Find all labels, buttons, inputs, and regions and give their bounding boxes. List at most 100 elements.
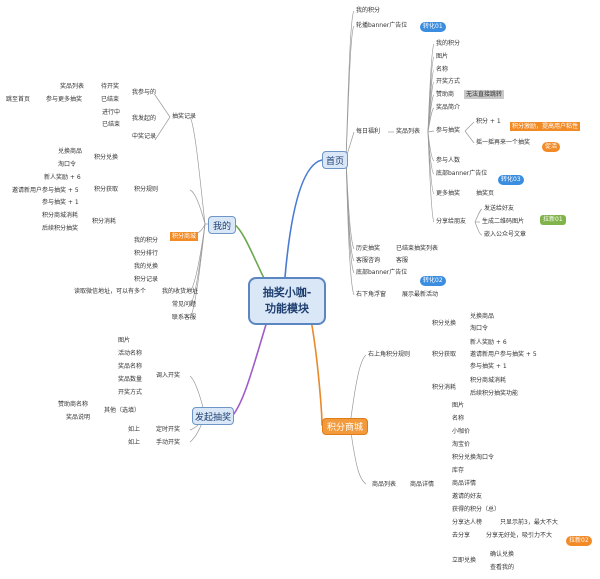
shake-next-draw: 摇一摇再来一个抽奖: [476, 139, 531, 146]
launch-timed: 定时开奖: [156, 426, 181, 433]
tag-conversion-01: 转化01: [420, 22, 446, 32]
prize-item-name: 名称: [436, 66, 449, 73]
prize-item-sponsor: 赞助商: [436, 91, 455, 98]
mall-redeem-prize: 兑换商品: [470, 313, 495, 320]
mine-prize-list: 奖品列表: [60, 83, 85, 90]
mine-points-rules: 积分规则: [134, 186, 159, 193]
history-draws: 历史抽奖: [356, 245, 381, 252]
mall-redeem: 积分兑换: [432, 320, 457, 327]
send-to-friend: 发送给好友: [484, 205, 515, 212]
mall-after-draw: 后续积分抽奖功能: [470, 390, 519, 397]
service-short: 客服: [396, 257, 409, 264]
prize-item-my-points: 我的积分: [436, 40, 461, 47]
hub-home[interactable]: 首页: [322, 151, 348, 169]
mine-join-plus: 参与抽奖 + 1: [42, 199, 79, 206]
launch-sponsor: 赞助商名称: [58, 401, 89, 408]
mine-draw-records: 抽奖记录: [172, 113, 197, 120]
ended-draw-list: 已结束抽奖列表: [396, 245, 439, 252]
launch-prize-count: 奖品数量: [118, 376, 143, 383]
mall-detail-stock: 库存: [452, 467, 465, 474]
points-incentive-note: 积分激励，提高用户粘性: [510, 122, 581, 131]
mall-new-user: 新人奖励 + 6: [470, 339, 507, 346]
join-draw: 参与抽奖: [436, 127, 461, 134]
launch-prize-name: 奖品名称: [118, 363, 143, 370]
mine-new-user: 新人奖励 + 6: [44, 174, 81, 181]
mine-in-progress: 进行中: [102, 109, 121, 116]
home-bottom-banner: 底部banner广告位: [356, 269, 408, 276]
mall-detail-invited: 邀请的好友: [452, 493, 483, 500]
mine-address-note: 读取微信地址，可以有多个: [74, 288, 147, 295]
mall-go-share[interactable]: 去分享: [452, 532, 471, 539]
share-to-friends: 分享给朋友: [436, 218, 467, 225]
join-count: 参与人数: [436, 157, 461, 164]
mine-consume: 积分消耗: [92, 218, 117, 225]
draw-page: 抽奖页: [476, 190, 495, 197]
mall-detail-redeem-code: 积分兑换淘口令: [452, 454, 495, 461]
latest-activity: 展示最新活动: [402, 291, 439, 298]
mall-redeem-now[interactable]: 立即兑换: [452, 557, 477, 564]
launch-timed-prefix: 如上: [128, 426, 141, 433]
prize-item-open-method: 开奖方式: [436, 78, 461, 85]
mine-points-mall-tag[interactable]: 积分商城: [170, 232, 199, 241]
hub-mine[interactable]: 我的: [208, 216, 236, 234]
launch-optional: 其他（选填）: [104, 407, 141, 414]
mall-prize-detail: 商品详情: [410, 481, 435, 488]
mine-points-rank: 积分排行: [134, 250, 159, 257]
mall-detail-info: 商品详情: [452, 480, 477, 487]
prize-intro: 奖品简介: [436, 104, 461, 111]
mall-join-plus: 参与抽奖 + 1: [470, 363, 507, 370]
mall-share-out-note: 分享无好处，吸引力不大: [486, 532, 553, 539]
mall-detail-image: 图片: [452, 402, 465, 409]
mall-detail-kaka-price: 小咖价: [452, 428, 471, 435]
embed-official-article: 嵌入公众号文章: [484, 231, 527, 238]
launch-manual: 手动开奖: [156, 439, 181, 446]
generate-qr-image: 生成二维码图片: [482, 218, 525, 225]
mine-my-points: 我的积分: [134, 237, 159, 244]
launch-activity-name: 活动名称: [118, 350, 143, 357]
no-link-note: 无法直接跳转: [464, 90, 505, 99]
home-banner-slot: 轮播banner广告位: [356, 22, 408, 29]
mine-my-address: 我的收货地址: [162, 288, 199, 295]
mine-after-draw: 后续积分抽奖: [42, 225, 79, 232]
hub-launch[interactable]: 发起抽奖: [192, 407, 234, 425]
mall-top-right-rules: 右上角积分规则: [368, 351, 411, 358]
mall-invite: 邀请新用户参与抽奖 + 5: [470, 351, 537, 358]
launch-entry: 调入开奖: [156, 372, 181, 379]
home-my-points: 我的积分: [356, 7, 381, 14]
mall-mall-consume: 积分商城消耗: [470, 377, 507, 384]
mine-contact: 联系客服: [172, 314, 197, 321]
mine-mall-consume: 积分商城消耗: [42, 212, 79, 219]
mine-ended: 已结束: [101, 96, 120, 103]
home-prize-list: 奖品列表: [396, 128, 421, 135]
mall-detail-name: 名称: [452, 415, 465, 422]
mine-my-redeem: 我的兑换: [134, 263, 159, 270]
bottom-banner-slot: 底部banner广告位: [436, 170, 488, 177]
mine-won-records: 中奖记录: [132, 133, 157, 140]
mall-view-redeemed[interactable]: 查看我的: [490, 564, 515, 571]
points-plus-one: 积分 + 1: [476, 118, 501, 125]
mine-jump-home[interactable]: 跳至首页: [6, 96, 31, 103]
mall-consume: 积分消耗: [432, 384, 457, 391]
mine-finished: 已结束: [102, 121, 121, 128]
hub-points-mall[interactable]: 积分商城: [322, 418, 368, 435]
mine-taobao: 淘口令: [58, 161, 77, 168]
central-topic: 抽奖小咖- 功能模块: [248, 277, 326, 325]
prize-item-image: 图片: [436, 53, 449, 60]
mine-my-join: 我参与的: [132, 89, 157, 96]
mine-faq: 常见问题: [172, 301, 197, 308]
mine-join-more[interactable]: 参与更多抽奖: [46, 96, 83, 103]
home-daily-benefit: 每日福利: [356, 128, 381, 135]
launch-prize-desc: 奖品说明: [66, 414, 91, 421]
tag-fission-02: 拉新02: [566, 536, 592, 546]
mine-invite: 邀请新用户参与抽奖 + 5: [12, 187, 79, 194]
launch-open-method: 开奖方式: [118, 389, 143, 396]
tag-conversion-03: 转化03: [498, 175, 524, 185]
mall-detail-points-total: 获得的积分（总）: [452, 506, 501, 513]
mall-confirm-redeem[interactable]: 确认兑换: [490, 551, 515, 558]
mine-my-launch: 我发起的: [132, 115, 157, 122]
launch-manual-prefix: 如上: [128, 439, 141, 446]
tag-retention: 促活: [542, 142, 561, 152]
central-topic-line2: 功能模块: [265, 302, 309, 315]
tag-conversion-02: 转化02: [420, 276, 446, 286]
customer-service: 客服咨询: [356, 257, 381, 264]
